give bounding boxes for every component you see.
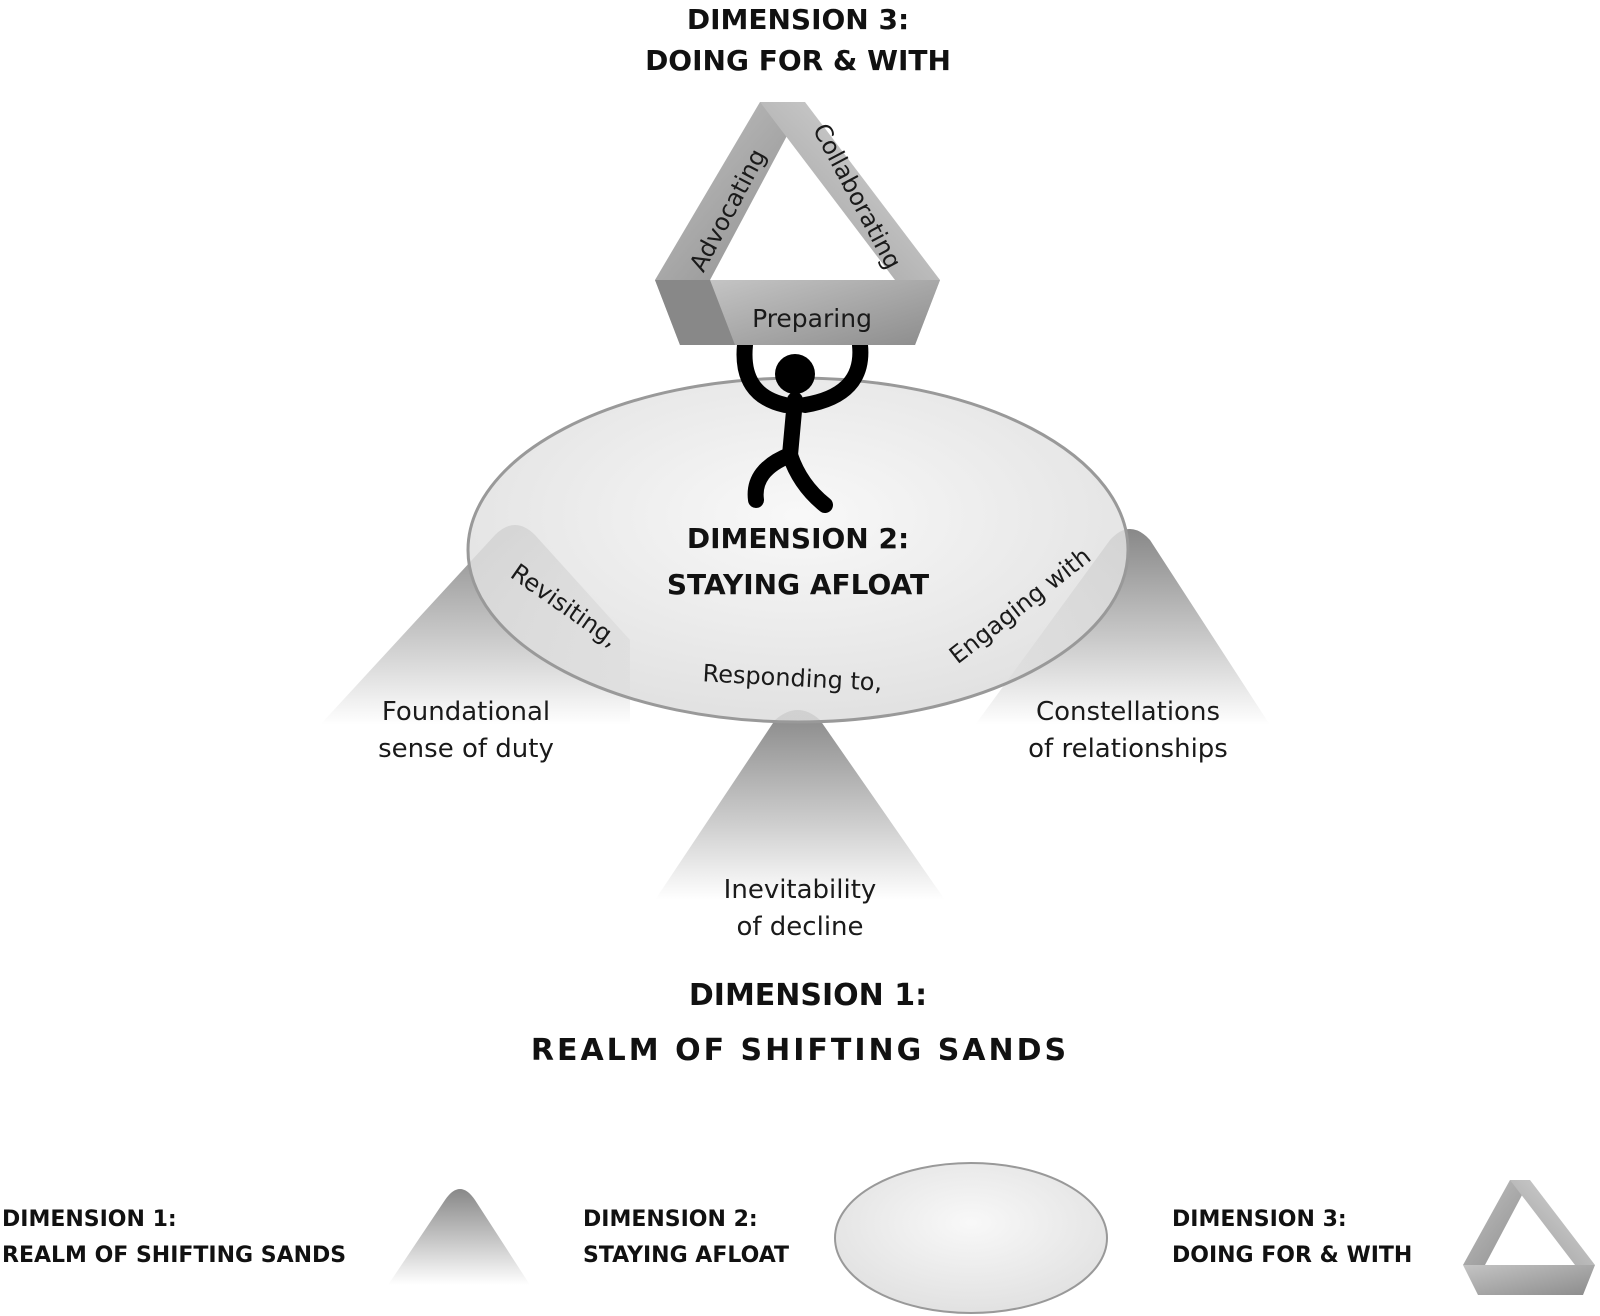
- dimension2-title-line1: DIMENSION 2:: [687, 522, 909, 555]
- ellipse-icon: [834, 1162, 1108, 1314]
- legend: DIMENSION 1: REALM OF SHIFTING SANDS DIM…: [2, 1162, 1595, 1314]
- dimension1-title-line1: DIMENSION 1:: [689, 978, 927, 1013]
- cone-inevitability-decline: [655, 710, 945, 900]
- penrose-triangle-icon: [1463, 1180, 1595, 1295]
- label-collaborating: Collaborating: [807, 119, 907, 274]
- legend-label-line1: DIMENSION 3:: [1172, 1207, 1347, 1232]
- legend-item-dimension3: DIMENSION 3: DOING FOR & WITH: [1172, 1180, 1595, 1295]
- legend-item-dimension2: DIMENSION 2: STAYING AFLOAT: [583, 1162, 1108, 1314]
- dimension2-title-line2: STAYING AFLOAT: [667, 568, 929, 601]
- legend-label-line1: DIMENSION 1:: [2, 1207, 177, 1232]
- dimension3-title-line1: DIMENSION 3:: [687, 3, 909, 36]
- legend-label-line2: REALM OF SHIFTING SANDS: [2, 1243, 346, 1268]
- legend-item-dimension1: DIMENSION 1: REALM OF SHIFTING SANDS: [2, 1189, 530, 1285]
- dimension3-title: DIMENSION 3: DOING FOR & WITH: [645, 3, 951, 77]
- legend-label-line1: DIMENSION 2:: [583, 1207, 758, 1232]
- dimension1-title-line2: REALM OF SHIFTING SANDS: [531, 1033, 1069, 1068]
- cone-right-label-line2: of relationships: [1028, 734, 1228, 764]
- cone-right-label-line1: Constellations: [1036, 697, 1220, 727]
- penrose-triangle: Advocating Collaborating Preparing: [655, 102, 940, 345]
- cone-bottom-label-line2: of decline: [736, 912, 863, 942]
- stick-figure-icon: [736, 337, 869, 513]
- label-preparing: Preparing: [752, 304, 872, 333]
- cone-bottom-label-line1: Inevitability: [724, 875, 877, 905]
- cone-left-label-line1: Foundational: [382, 697, 550, 727]
- dimension3-title-line2: DOING FOR & WITH: [645, 44, 951, 77]
- cone-constellations-relationships: [975, 529, 1270, 725]
- legend-label-line2: STAYING AFLOAT: [583, 1243, 789, 1268]
- cone-icon: [388, 1189, 530, 1285]
- legend-label-line2: DOING FOR & WITH: [1172, 1243, 1412, 1268]
- cone-left-label-line2: sense of duty: [378, 734, 554, 764]
